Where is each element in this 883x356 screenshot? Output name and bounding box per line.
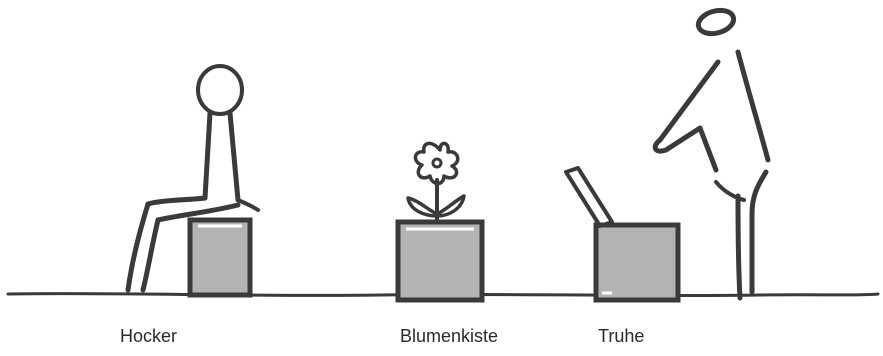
chest-lid [566,168,612,226]
standing-person-leg-left [738,196,740,298]
seated-person-back [205,113,210,198]
stool-box [190,220,250,295]
seated-person-arm [238,200,258,210]
seated-person-head [198,66,242,114]
flower-box [398,222,482,300]
standing-person-front [660,62,718,140]
standing-person-back [738,52,768,160]
caption-truhe: Truhe [598,326,644,347]
flower-box-group [398,143,482,300]
seated-person-thigh-upper [148,198,205,204]
caption-hocker: Hocker [120,326,177,347]
seated-person-shin-back [143,220,158,290]
seated-person-front [230,113,238,200]
flower-icon [408,143,464,220]
chest-box [596,225,678,300]
stool-group [190,220,250,295]
caption-blumenkiste: Blumenkiste [400,326,498,347]
standing-person-head [696,7,736,38]
standing-person-leg-right [752,172,766,292]
chest-group [566,168,678,300]
